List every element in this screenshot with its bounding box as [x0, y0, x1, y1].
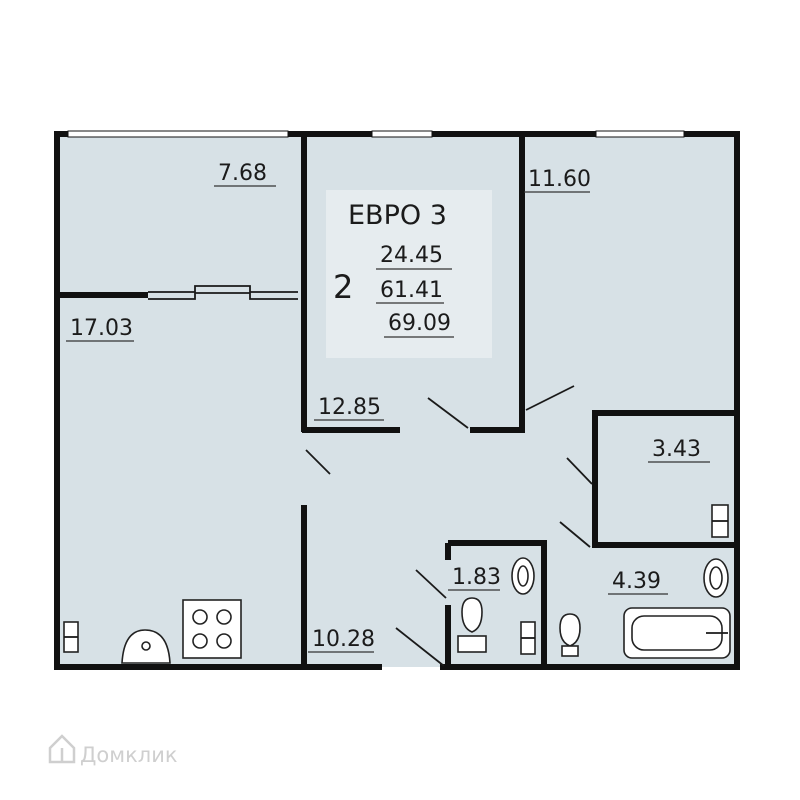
interior-walls	[57, 134, 740, 667]
area-bedroom-right: 11.60	[528, 167, 591, 192]
washbasin-icon	[511, 557, 535, 595]
rooms-count: 2	[333, 268, 353, 306]
washbasin-icon	[703, 558, 729, 598]
room-balcony	[57, 135, 305, 295]
washing-machine-icon	[711, 504, 729, 538]
door-swings	[305, 385, 593, 667]
room-labels: 7.68 17.03 11.60 12.85 10.28 3.43 1.83 4…	[66, 161, 710, 653]
area-bathroom: 4.39	[612, 569, 661, 594]
sink-icon	[121, 629, 171, 664]
bathtub-icon	[623, 607, 731, 659]
house-logo-icon	[48, 734, 76, 764]
washing-machine-icon	[63, 621, 79, 653]
area-entry: 10.28	[312, 627, 375, 652]
watermark: Домклик	[48, 734, 178, 767]
area-hallway: 12.85	[318, 395, 381, 420]
apartment-type: ЕВРО 3	[348, 200, 447, 231]
watermark-text: Домклик	[80, 743, 178, 767]
plan-info: ЕВРО 3 2 24.45 61.41 69.09	[333, 200, 454, 338]
area-balcony: 7.68	[218, 161, 267, 186]
room-kitchen-living	[57, 295, 305, 667]
living-area: 24.45	[380, 243, 443, 268]
area-kitchen-living: 17.03	[70, 316, 133, 341]
area-toilet: 1.83	[452, 565, 501, 590]
windows	[67, 130, 685, 138]
washing-machine-icon	[520, 621, 536, 655]
toilet-icon	[457, 597, 487, 653]
total-area: 61.41	[380, 278, 443, 303]
toilet-icon	[559, 613, 581, 657]
room-bedroom-right	[525, 135, 738, 413]
area-with-balcony: 69.09	[388, 311, 451, 336]
area-storage: 3.43	[652, 437, 701, 462]
stove-icon	[182, 599, 242, 659]
info-box	[326, 190, 492, 358]
